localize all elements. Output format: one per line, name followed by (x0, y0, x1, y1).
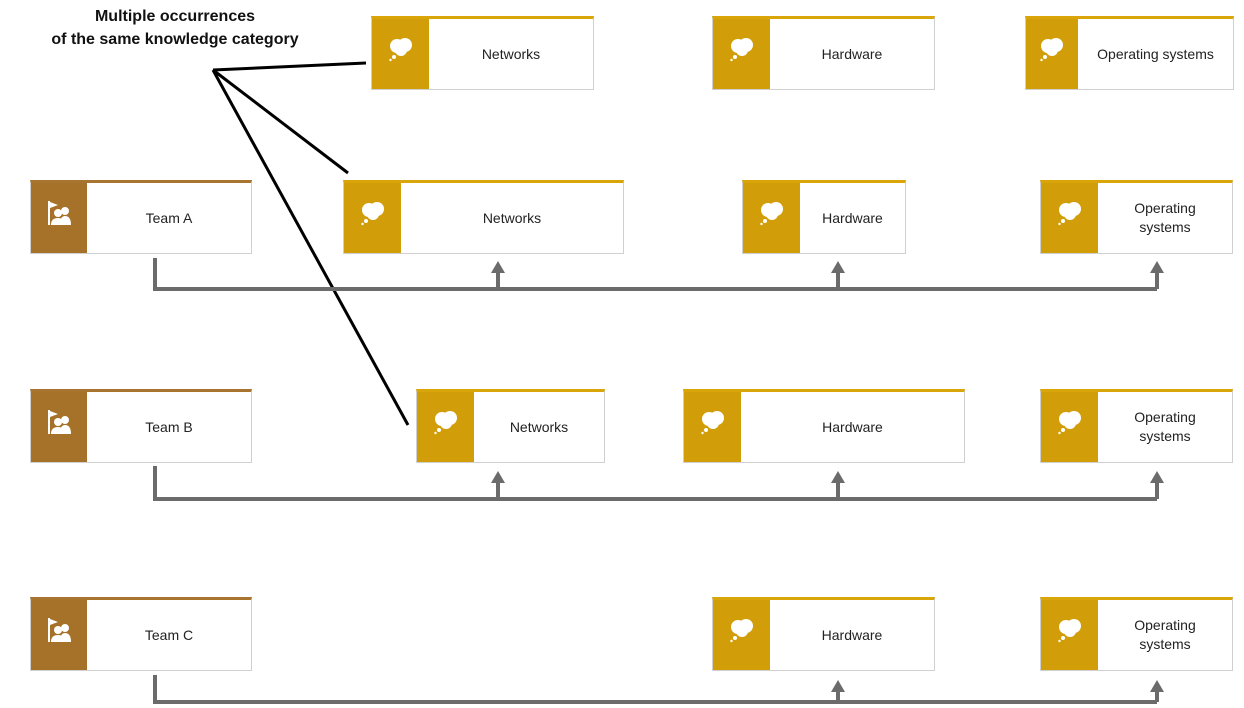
connector-row-c (153, 675, 1159, 704)
arrowhead (491, 471, 505, 483)
knowledge-label: Hardware (822, 209, 883, 226)
thought-cloud-icon (713, 600, 770, 670)
team-label: Team C (144, 626, 194, 643)
thought-cloud-icon (344, 183, 401, 253)
knowledge-label: Operating systems (1134, 200, 1196, 235)
connector-row-a (153, 258, 1159, 291)
arrowhead (1150, 680, 1164, 692)
team-label: Team A (145, 209, 193, 226)
knowledge-hardware-top[interactable]: Hardware (712, 16, 935, 90)
arrowhead (831, 471, 845, 483)
team-label: Team B (145, 418, 193, 435)
arrowhead (1150, 471, 1164, 483)
knowledge-networks-top[interactable]: Networks (371, 16, 594, 90)
thought-cloud-icon (713, 19, 770, 89)
knowledge-label: Hardware (822, 418, 883, 435)
knowledge-label: Operating systems (1097, 45, 1214, 62)
team-b-box[interactable]: Team B (30, 389, 252, 463)
knowledge-label: Networks (509, 418, 569, 435)
knowledge-networks-row-a[interactable]: Networks (343, 180, 624, 254)
annotation-pointers (211, 61, 410, 426)
pointer-line-top (212, 61, 367, 72)
thought-cloud-icon (1041, 392, 1098, 462)
knowledge-operating-systems-row-a[interactable]: Operating systems (1040, 180, 1233, 254)
knowledge-hardware-row-a[interactable]: Hardware (742, 180, 906, 254)
thought-cloud-icon (372, 19, 429, 89)
knowledge-operating-systems-row-c[interactable]: Operating systems (1040, 597, 1233, 671)
knowledge-label: Operating systems (1134, 617, 1196, 652)
annotation-line-1: Multiple occurrences (94, 8, 256, 25)
knowledge-label: Networks (481, 45, 541, 62)
thought-cloud-icon (684, 392, 741, 462)
arrowhead (831, 261, 845, 273)
arrowheads-row-b (491, 471, 1164, 483)
knowledge-operating-systems-row-b[interactable]: Operating systems (1040, 389, 1233, 463)
team-people-icon (31, 392, 87, 462)
team-people-icon (31, 183, 87, 253)
team-a-box[interactable]: Team A (30, 180, 252, 254)
knowledge-hardware-row-c[interactable]: Hardware (712, 597, 935, 671)
arrowhead (831, 680, 845, 692)
connector-row-b (153, 466, 1159, 501)
thought-cloud-icon (743, 183, 800, 253)
thought-cloud-icon (1026, 19, 1078, 89)
knowledge-hardware-row-b[interactable]: Hardware (683, 389, 965, 463)
pointer-line-row-a (212, 68, 349, 175)
pointer-line-row-b (211, 69, 410, 426)
arrowhead (491, 261, 505, 273)
thought-cloud-icon (1041, 600, 1098, 670)
thought-cloud-icon (417, 392, 474, 462)
team-c-box[interactable]: Team C (30, 597, 252, 671)
knowledge-label: Networks (482, 209, 542, 226)
knowledge-networks-row-b[interactable]: Networks (416, 389, 605, 463)
thought-cloud-icon (1041, 183, 1098, 253)
annotation-line-2: of the same knowledge category (51, 31, 299, 48)
arrowheads-row-a (491, 261, 1164, 273)
arrowhead (1150, 261, 1164, 273)
annotation-text: Multiple occurrences of the same knowled… (0, 5, 350, 51)
knowledge-label: Hardware (821, 626, 883, 643)
knowledge-label: Hardware (821, 45, 883, 62)
team-people-icon (31, 600, 87, 670)
knowledge-label: Operating systems (1134, 409, 1196, 444)
knowledge-operating-systems-top[interactable]: Operating systems (1025, 16, 1234, 90)
arrowheads-row-c (831, 680, 1164, 692)
